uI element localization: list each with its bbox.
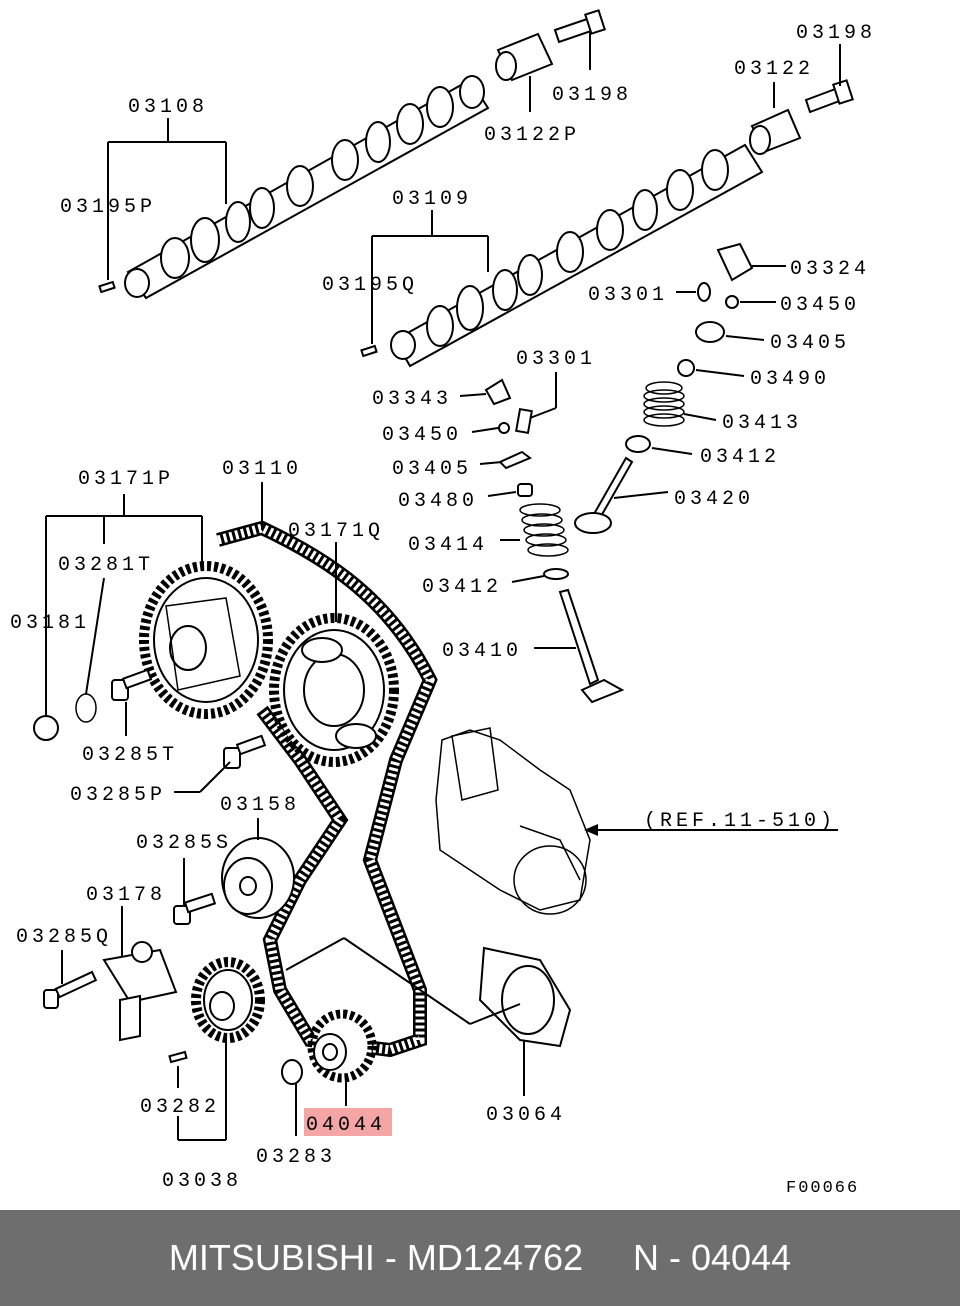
label-03109: 03109 <box>392 188 472 211</box>
label-03413: 03413 <box>722 412 802 435</box>
timing-belt-03110 <box>216 520 438 1058</box>
sprocket-03171p <box>139 561 273 719</box>
sprocket-03171q <box>269 613 399 767</box>
label-03285t: 03285T <box>82 744 178 767</box>
pin-03195q <box>360 344 378 358</box>
label-03285q: 03285Q <box>16 926 112 949</box>
label-03198b: 03198 <box>796 22 876 45</box>
bolt-03285s <box>173 892 217 925</box>
label-03171q: 03171Q <box>288 520 384 543</box>
crank-sprocket-03038 <box>191 957 265 1043</box>
camshaft-exhaust <box>124 75 490 300</box>
oring-03281t <box>75 693 97 723</box>
label-03480: 03480 <box>398 490 478 513</box>
key-03282 <box>168 1050 188 1064</box>
label-03122: 03122 <box>734 58 814 81</box>
label-03450b: 03450 <box>382 424 462 447</box>
label-03181: 03181 <box>10 612 90 635</box>
label-03343: 03343 <box>372 388 452 411</box>
label-ref: (REF.11-510) <box>644 810 836 833</box>
label-03285s: 03285S <box>136 832 232 855</box>
bolt-03285q <box>43 970 98 1009</box>
label-03420: 03420 <box>674 488 754 511</box>
label-03324: 03324 <box>790 258 870 281</box>
part-number-footer: MITSUBISHI - MD124762 N - 04044 <box>0 1210 960 1306</box>
seal-03490 <box>677 359 695 377</box>
label-03412a: 03412 <box>700 446 780 469</box>
label-03158: 03158 <box>220 794 300 817</box>
camshaft-intake <box>390 143 764 368</box>
spring-03414 <box>519 503 569 557</box>
bolt-03285t <box>111 668 153 701</box>
part-labels: 03108 03195P 03198 03122P 03198 03122 03… <box>10 22 876 1198</box>
label-03490: 03490 <box>750 368 830 391</box>
label-03108: 03108 <box>128 96 208 119</box>
rocker-03343 <box>484 378 512 406</box>
tensioner-03178 <box>102 941 178 1042</box>
label-03171p: 03171P <box>78 468 174 491</box>
nut-03283 <box>281 1059 303 1085</box>
label-03195q: 03195Q <box>322 274 418 297</box>
bolt-03198b <box>804 79 855 114</box>
adjuster-03301b <box>515 407 533 435</box>
cover-03064 <box>478 946 572 1048</box>
washer-03181 <box>33 715 59 741</box>
label-03198a: 03198 <box>552 84 632 107</box>
leader-lines <box>45 32 841 1141</box>
valve-03410 <box>558 588 625 704</box>
label-03414: 03414 <box>408 534 488 557</box>
label-03405a: 03405 <box>770 332 850 355</box>
label-03195p: 03195P <box>60 196 156 219</box>
bolt-03198a <box>553 9 607 44</box>
retainer-03405b <box>498 450 532 470</box>
engine-reference-outline <box>435 727 591 915</box>
exploded-parts-diagram: 03108 03195P 03198 03122P 03198 03122 03… <box>10 9 876 1198</box>
label-03301a: 03301 <box>588 284 668 307</box>
idler-04044 <box>307 1009 377 1083</box>
seat-03412b <box>543 568 569 580</box>
nut-03450b <box>498 422 510 434</box>
label-03285p: 03285P <box>70 784 166 807</box>
label-03122p: 03122P <box>484 124 580 147</box>
footer-part-text: MITSUBISHI - MD124762 N - 04044 <box>168 1237 792 1278</box>
adjuster-03301a <box>697 282 711 302</box>
seat-03412a <box>625 435 651 453</box>
nut-03450a <box>725 295 739 309</box>
label-03178: 03178 <box>86 884 166 907</box>
rocker-03324 <box>716 242 754 282</box>
label-04044: 04044 <box>306 1114 386 1137</box>
cam-cap <box>749 108 802 155</box>
valve-03420 <box>574 456 634 534</box>
pin-03195p <box>98 280 116 294</box>
seal-03480 <box>517 483 533 497</box>
spring-03413 <box>643 381 685 427</box>
cam-cap-p <box>495 32 554 82</box>
label-03450a: 03450 <box>780 294 860 317</box>
label-03412b: 03412 <box>422 576 502 599</box>
retainer-03405a <box>695 321 725 343</box>
highlight-box <box>304 1108 392 1136</box>
label-03410: 03410 <box>442 640 522 663</box>
label-03110: 03110 <box>222 458 302 481</box>
label-03038: 03038 <box>162 1170 242 1193</box>
label-03301b: 03301 <box>516 348 596 371</box>
label-f00066: F00066 <box>786 1179 859 1198</box>
label-03283: 03283 <box>256 1146 336 1169</box>
label-03405b: 03405 <box>392 458 472 481</box>
pulley-03158 <box>221 837 295 919</box>
label-03281t: 03281T <box>58 554 154 577</box>
label-03282: 03282 <box>140 1096 220 1119</box>
label-03064: 03064 <box>486 1104 566 1127</box>
